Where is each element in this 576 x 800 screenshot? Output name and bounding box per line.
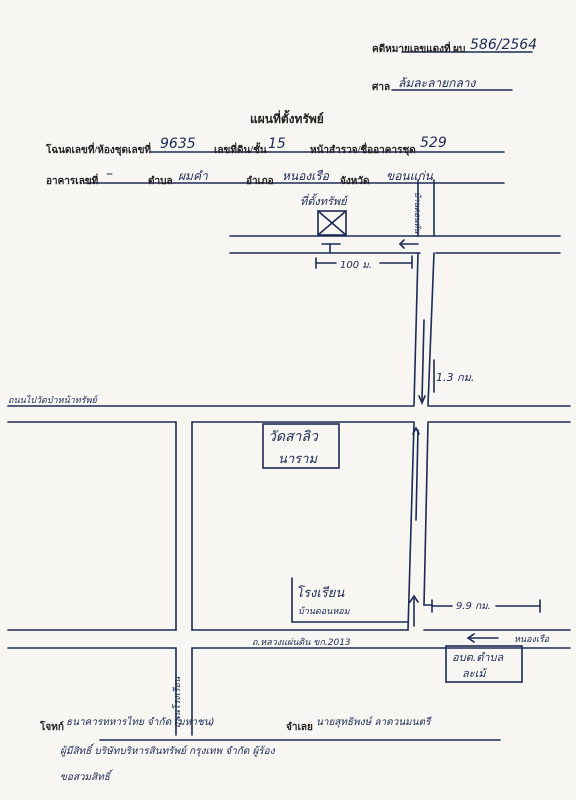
subdistrict-value: ผมคำ	[178, 169, 208, 183]
highway-label: ถ.หลวงแผ่นดิน ขก.2013	[252, 638, 351, 648]
admin-office-line2: ละเม้	[462, 667, 486, 680]
land-no-label: เลขที่ดิน/ชั้น	[214, 145, 267, 156]
plaintiff-label: โจทก์	[40, 722, 64, 733]
road-top-label: บ้านดอนหัน	[413, 192, 422, 234]
survey-value: 529	[420, 135, 447, 151]
survey-label: หน้าสำรวจ/ชื่ออาคารชุด	[310, 145, 416, 156]
building-label: อาคารเลขที่	[46, 176, 99, 187]
defendant-value: นายสุทธิพงษ์ ลาดวนมนตรี	[316, 717, 431, 728]
distance-1-3km: 1.3 กม.	[436, 371, 475, 384]
building-value: –	[106, 166, 113, 182]
to-nongruea-label: หนองเรือ	[514, 635, 550, 645]
temple-name-line1: วัดสาลิว	[268, 429, 318, 445]
temple-name-line2: นาราม	[278, 452, 318, 467]
note-line1: ผู้มีสิทธิ์ บริษัทบริหารสินทรัพย์ กรุงเท…	[60, 746, 275, 757]
admin-office-line1: อบต.ตำบล	[452, 651, 504, 664]
school-name-line2: บ้านดอนหอม	[298, 607, 350, 617]
district-value: หนองเรือ	[282, 169, 329, 183]
road-left-label: ถนนไปวัดป่าหน้าทรัพย์	[8, 396, 97, 406]
court-name: ล้มละลายกลาง	[398, 76, 476, 90]
deed-label: โฉนดเลขที่/ห้องชุดเลขที่	[46, 145, 151, 156]
province-value: ขอนแก่น	[386, 169, 433, 183]
court-label: ศาล	[372, 82, 391, 93]
note-line2: ขอสวมสิทธิ์	[60, 772, 110, 783]
district-label: อำเภอ	[246, 176, 274, 187]
school-name-line1: โรงเรียน	[296, 586, 345, 601]
distance-100m: 100 ม.	[340, 260, 373, 271]
page-title: แผนที่ตั้งทรัพย์	[250, 112, 324, 126]
case-number-label: คดีหมายเลขแดงที่ ผบ	[372, 44, 466, 55]
property-label: ที่ตั้งทรัพย์	[300, 195, 347, 208]
plaintiff-value: ธนาคารทหารไทย จำกัด (มหาชน)	[66, 717, 215, 728]
subdistrict-label: ตำบล	[148, 176, 173, 187]
distance-9-9km: 9.9 กม.	[456, 601, 491, 612]
province-label: จังหวัด	[340, 176, 370, 187]
deed-value: 9635	[160, 136, 196, 152]
defendant-label: จำเลย	[286, 722, 313, 733]
land-no-value: 15	[268, 136, 286, 152]
case-number-value: 586/2564	[470, 37, 538, 53]
